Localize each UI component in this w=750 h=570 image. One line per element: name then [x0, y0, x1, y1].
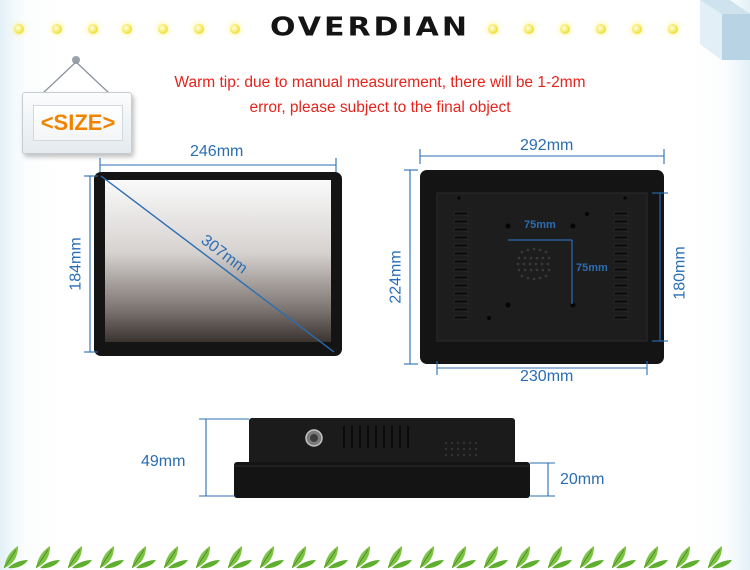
- bulb-icon: [560, 24, 570, 34]
- front-width-label: 246mm: [190, 143, 244, 160]
- vesa-vertical-label: 75mm: [576, 262, 608, 274]
- sign-hanger-icon: [41, 56, 111, 95]
- leaf-border-decoration: [3, 545, 733, 569]
- bulb-icon: [122, 24, 132, 34]
- warm-tip: Warm tip: due to manual measurement, the…: [150, 70, 610, 120]
- bulb-icon: [88, 24, 98, 34]
- side-depth-label: 49mm: [141, 453, 186, 470]
- bulb-icon: [596, 24, 606, 34]
- vesa-horizontal-label: 75mm: [524, 219, 556, 231]
- side-bezel-label: 20mm: [560, 471, 605, 488]
- ribbon-fold-icon: [700, 0, 750, 60]
- bulb-icon: [158, 24, 168, 34]
- top-banner: OVERDIAN: [0, 0, 750, 60]
- back-bottom-width-label: 230mm: [520, 368, 574, 385]
- bulb-icon: [52, 24, 62, 34]
- bulb-icon: [194, 24, 204, 34]
- back-width-label: 292mm: [520, 137, 574, 154]
- bulb-icon: [488, 24, 498, 34]
- warm-tip-line-2: error, please subject to the final objec…: [249, 99, 511, 116]
- bulb-icon: [230, 24, 240, 34]
- bulb-icon: [632, 24, 642, 34]
- size-sign: <SIZE>: [22, 92, 132, 154]
- bulb-icon: [14, 24, 24, 34]
- bulb-icon: [668, 24, 678, 34]
- warm-tip-line-1: Warm tip: due to manual measurement, the…: [174, 74, 586, 91]
- brand-logo: OVERDIAN: [270, 12, 470, 43]
- size-label: <SIZE>: [40, 110, 116, 135]
- size-sign-panel: <SIZE>: [33, 105, 123, 141]
- bulb-icon: [524, 24, 534, 34]
